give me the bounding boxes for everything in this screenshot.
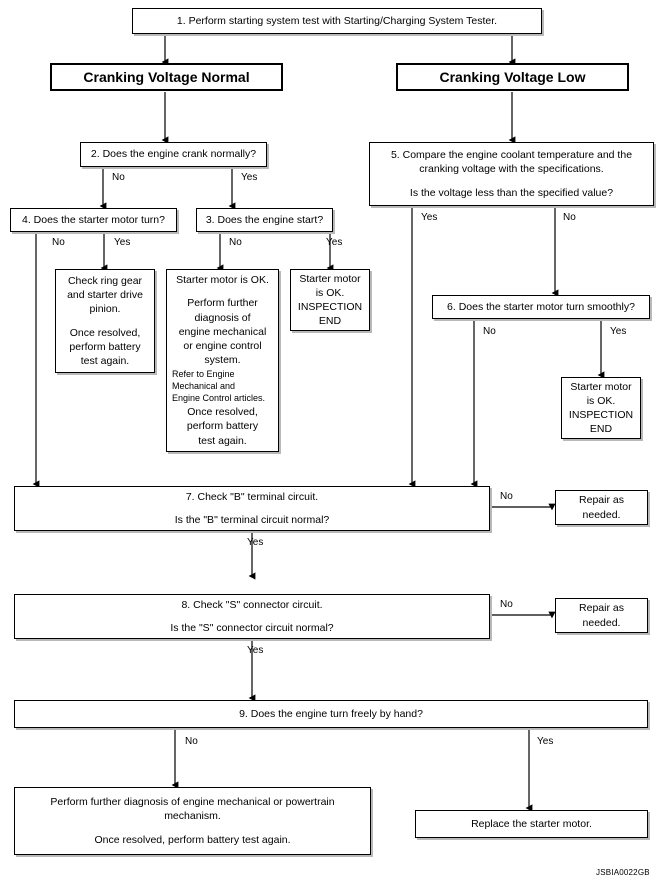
- node-starter-ok-further-diagnosis: Starter motor is OK. Perform further dia…: [166, 269, 279, 452]
- repair8-line1: Repair as: [579, 602, 624, 615]
- edge-label-step8-no: No: [500, 599, 513, 610]
- node-step-6-text: 6. Does the starter motor turn smoothly?: [447, 300, 635, 313]
- starter-ok-further-line2: Perform further: [187, 297, 258, 310]
- edge-label-step2-no: No: [112, 172, 125, 183]
- starter-ok-end-left-line4: END: [318, 315, 342, 328]
- starter-ok-further-note3: Engine Control articles.: [172, 392, 266, 403]
- edge-label-step5-no: No: [563, 212, 576, 223]
- further-diag-line2: mechanism.: [164, 810, 221, 823]
- node-step-3: 3. Does the engine start?: [196, 208, 333, 232]
- check-ring-gear-line4: Once resolved,: [69, 326, 141, 339]
- edge-label-step4-no: No: [52, 237, 65, 248]
- edge-label-step8-yes: Yes: [247, 645, 264, 656]
- repair7-line1: Repair as: [579, 494, 624, 507]
- starter-ok-further-line5: or engine control: [183, 339, 262, 352]
- edge-label-step3-no: No: [229, 237, 242, 248]
- further-diag-line1: Perform further diagnosis of engine mech…: [50, 796, 335, 809]
- starter-ok-end-right-line3: INSPECTION: [568, 409, 634, 421]
- node-step-8-line1: 8. Check "S" connector circuit.: [181, 598, 323, 611]
- node-step-1: 1. Perform starting system test with Sta…: [132, 8, 542, 34]
- starter-ok-end-right-line2: is OK.: [586, 394, 616, 407]
- starter-ok-end-right-line1: Starter motor: [570, 380, 632, 393]
- repair8-line2: needed.: [582, 616, 621, 629]
- check-ring-gear-line3: pinion.: [89, 303, 121, 316]
- node-branch-normal-text: Cranking Voltage Normal: [83, 68, 250, 85]
- edge-label-step4-yes: Yes: [114, 237, 131, 248]
- edge-label-step6-no: No: [483, 326, 496, 337]
- node-step-3-text: 3. Does the engine start?: [205, 213, 324, 226]
- node-repair-as-needed-8: Repair as needed.: [555, 598, 648, 633]
- node-step-1-text: 1. Perform starting system test with Sta…: [176, 14, 498, 27]
- repair7-line2: needed.: [582, 508, 621, 521]
- node-step-6: 6. Does the starter motor turn smoothly?: [432, 295, 650, 319]
- check-ring-gear-line2: and starter drive: [67, 289, 143, 302]
- starter-ok-end-left-line1: Starter motor: [299, 272, 361, 285]
- starter-ok-further-line8: perform battery: [186, 420, 259, 433]
- node-step-4-text: 4. Does the starter motor turn?: [22, 213, 165, 226]
- node-step-7-line2: Is the "B" terminal circuit normal?: [174, 514, 330, 526]
- starter-ok-further-note1: Refer to Engine: [172, 369, 235, 380]
- node-branch-cranking-voltage-normal: Cranking Voltage Normal: [50, 63, 283, 91]
- starter-ok-further-line7: Once resolved,: [187, 406, 258, 419]
- edge-label-step5-yes: Yes: [421, 212, 438, 223]
- node-branch-cranking-voltage-low: Cranking Voltage Low: [396, 63, 629, 91]
- node-step-2-text: 2. Does the engine crank normally?: [90, 148, 257, 161]
- node-step-5-line3: Is the voltage less than the specified v…: [409, 186, 614, 199]
- node-step-5-line1: 5. Compare the engine coolant temperatur…: [390, 149, 633, 162]
- starter-ok-end-left-line3: INSPECTION: [297, 301, 363, 313]
- check-ring-gear-line6: test again.: [80, 354, 130, 367]
- node-replace-starter-motor: Replace the starter motor.: [415, 810, 648, 838]
- edge-label-step2-yes: Yes: [241, 172, 258, 183]
- starter-ok-further-line1: Starter motor is OK.: [176, 274, 269, 287]
- node-step-5-line2: cranking voltage with the specifications…: [419, 163, 604, 176]
- edge-label-step9-no: No: [185, 736, 198, 747]
- figure-code: JSBIA0022GB: [596, 868, 650, 877]
- node-starter-ok-inspection-end-left: Starter motor is OK. INSPECTION END: [290, 269, 370, 331]
- edge-label-step7-yes: Yes: [247, 537, 264, 548]
- node-step-9: 9. Does the engine turn freely by hand?: [14, 700, 648, 728]
- edge-label-step7-no: No: [500, 491, 513, 502]
- node-further-diagnosis-powertrain: Perform further diagnosis of engine mech…: [14, 787, 371, 855]
- node-step-4: 4. Does the starter motor turn?: [10, 208, 177, 232]
- starter-ok-end-right-line4: END: [589, 423, 613, 436]
- node-step-5: 5. Compare the engine coolant temperatur…: [369, 142, 654, 206]
- starter-ok-further-line4: engine mechanical: [178, 325, 267, 338]
- check-ring-gear-line5: perform battery: [69, 340, 141, 353]
- starter-ok-further-line3: diagnosis of: [194, 311, 251, 324]
- edge-label-step6-yes: Yes: [610, 326, 627, 337]
- starter-ok-further-line9: test again.: [198, 434, 247, 447]
- edge-label-step3-yes: Yes: [326, 237, 343, 248]
- node-step-7: 7. Check "B" terminal circuit. Is the "B…: [14, 486, 490, 531]
- node-step-7-line1: 7. Check "B" terminal circuit.: [185, 490, 319, 503]
- edge-label-step9-yes: Yes: [537, 736, 554, 747]
- replace-starter-text: Replace the starter motor.: [471, 817, 592, 830]
- further-diag-line3: Once resolved, perform battery test agai…: [94, 833, 291, 846]
- node-repair-as-needed-7: Repair as needed.: [555, 490, 648, 525]
- node-starter-ok-inspection-end-right: Starter motor is OK. INSPECTION END: [561, 377, 641, 439]
- node-step-8-line2: Is the "S" connector circuit normal?: [170, 622, 334, 634]
- node-check-ring-gear: Check ring gear and starter drive pinion…: [55, 269, 155, 373]
- starter-ok-further-line6: system.: [204, 354, 241, 367]
- starter-ok-end-left-line2: is OK.: [315, 286, 345, 299]
- node-step-8: 8. Check "S" connector circuit. Is the "…: [14, 594, 490, 639]
- node-step-9-text: 9. Does the engine turn freely by hand?: [239, 707, 423, 720]
- node-step-2: 2. Does the engine crank normally?: [80, 142, 267, 167]
- node-branch-low-text: Cranking Voltage Low: [439, 68, 586, 85]
- check-ring-gear-line1: Check ring gear: [67, 274, 143, 287]
- starter-ok-further-note2: Mechanical and: [172, 380, 236, 391]
